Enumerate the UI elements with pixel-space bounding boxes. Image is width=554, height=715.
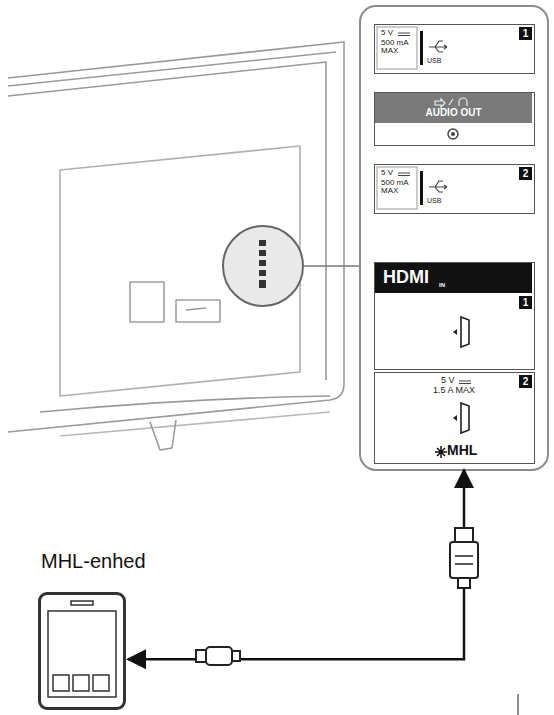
audio-out-box: AUDIO OUT <box>374 92 535 146</box>
hdmi-port-box: HDMI IN 1 <box>374 262 535 370</box>
mhl-port-box: 5 V1.5 A MAX 2MHL <box>374 372 535 464</box>
micro-usb-plug <box>196 647 240 665</box>
device-label: MHL-enhed <box>41 551 146 572</box>
tv-bottom <box>40 396 330 412</box>
tv-stand <box>150 420 176 450</box>
port-graphic <box>375 165 535 215</box>
rating-text: 500 mA MAX <box>381 39 415 56</box>
port-name: HDMI <box>383 268 429 287</box>
tv-housing <box>8 42 344 432</box>
port-column <box>259 240 266 288</box>
mhl-logo: MHL <box>447 443 477 458</box>
tv-edge-line <box>8 52 336 86</box>
connector-block <box>130 282 164 322</box>
usb-port-box: 5 V 500 mA MAX USB 2 <box>374 164 535 214</box>
tv-bottom <box>60 412 330 436</box>
rating-text: 500 mA MAX <box>381 179 415 196</box>
connector-slot <box>186 308 206 310</box>
connector-block <box>176 300 220 322</box>
port-graphic <box>375 93 535 147</box>
port-name: USB <box>427 57 441 64</box>
rating-text: 5 V <box>381 169 393 177</box>
rating-text: 1.5 A MAX <box>433 386 475 395</box>
port-graphic <box>375 25 535 75</box>
rating-text: 5 V <box>441 376 455 385</box>
port-name: USB <box>427 197 441 204</box>
hdmi-plug <box>450 528 478 588</box>
port-number: 2 <box>519 167 532 180</box>
callout-line <box>303 265 360 267</box>
cable <box>128 470 464 659</box>
port-name: IN <box>439 282 445 288</box>
tv-edge-line <box>8 62 326 380</box>
usb-port-box: 5 V 500 mA MAX USB 1 <box>374 24 535 74</box>
port-name: AUDIO OUT <box>375 108 532 119</box>
port-number: 2 <box>519 375 532 388</box>
port-number: 1 <box>519 27 532 40</box>
port-number: 1 <box>519 296 532 309</box>
magnifier-circle <box>223 226 303 306</box>
phone-device: MHL-enhed <box>38 592 126 710</box>
back-cover <box>60 146 300 396</box>
port-graphic <box>41 595 129 713</box>
leader-line <box>517 694 518 715</box>
callout-panel <box>360 6 548 470</box>
rating-text: 5 V <box>381 29 393 37</box>
